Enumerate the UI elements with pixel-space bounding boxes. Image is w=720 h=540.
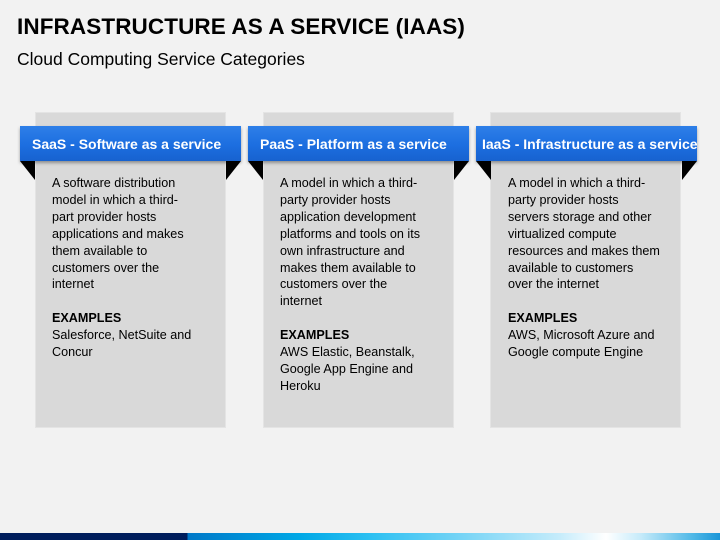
description-line: them available to [52,243,148,258]
description-line: model in which a third- [52,192,178,207]
examples-label: EXAMPLES [508,311,578,326]
description-line: over the internet [508,277,600,292]
description-line: A software distribution [52,176,176,190]
examples-line: Concur [52,345,93,360]
card-heading-paas: PaaS - Platform as a service [248,126,469,161]
examples-line: Google App Engine and [280,361,414,376]
description-line: resources and makes them [508,243,660,258]
card-heading-iaas: IaaS - Infrastructure as a service [476,126,698,161]
card-body-iaas: A model in which a third- party provider… [508,175,668,361]
description-line: servers storage and other [508,209,652,224]
ribbon-fold-right [682,161,697,180]
card-body-saas: A software distribution model in which a… [52,175,212,361]
examples-line: Heroku [280,378,321,393]
ribbon-fold-left [476,161,491,180]
ribbon-fold-left [20,161,35,180]
description-line: party provider hosts [280,192,391,207]
ribbon-fold-left [248,161,263,180]
ribbon-fold-right [454,161,469,180]
card-panel-saas [35,112,226,428]
description-line: available to customers [508,260,634,275]
examples-label: EXAMPLES [52,311,122,326]
description-line: own infrastructure and [280,243,405,258]
footer-gradient-bar [0,533,720,540]
card-panel-paas [263,112,454,428]
description-line: A model in which a third- [508,176,646,190]
examples-line: AWS, Microsoft Azure and [508,328,655,343]
examples-line: AWS Elastic, Beanstalk, [280,345,415,360]
card-heading-saas: SaaS - Software as a service [20,126,241,161]
description-line: application development [280,209,416,224]
description-line: part provider hosts [52,209,157,224]
card-body-paas: A model in which a third- party provider… [280,175,440,395]
examples-line: Google compute Engine [508,345,644,360]
page-subtitle: Cloud Computing Service Categories [17,49,305,69]
card-panel-iaas [490,112,681,428]
description-line: makes them available to [280,260,416,275]
examples-line: Salesforce, NetSuite and [52,328,192,343]
description-line: A model in which a third- [280,176,418,190]
examples-label: EXAMPLES [280,328,350,343]
description-line: virtualized compute [508,226,617,241]
description-line: internet [280,294,323,309]
description-line: customers over the [280,277,388,292]
page-title: INFRASTRUCTURE AS A SERVICE (IAAS) [17,14,466,39]
description-line: internet [52,277,95,292]
ribbon-fold-right [226,161,241,180]
description-line: party provider hosts [508,192,619,207]
description-line: customers over the [52,260,160,275]
description-line: applications and makes [52,226,184,241]
description-line: platforms and tools on its [280,226,421,241]
